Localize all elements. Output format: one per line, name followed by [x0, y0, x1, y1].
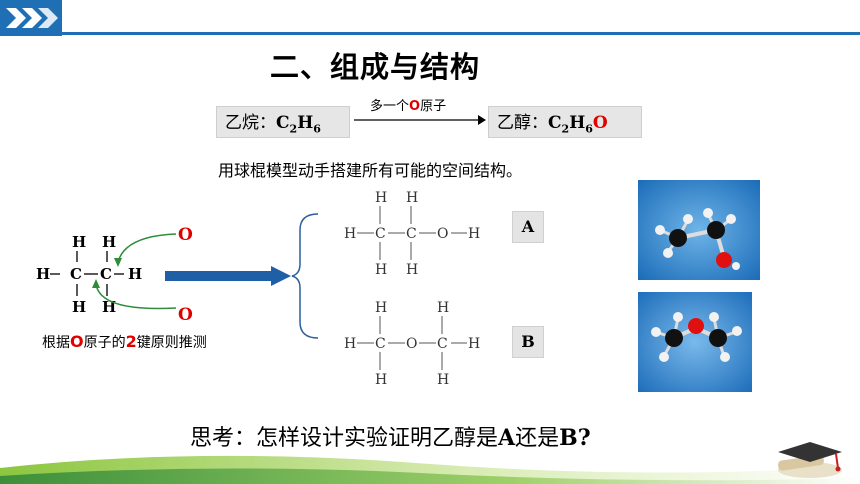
- svg-text:O: O: [437, 226, 448, 242]
- atom-h: H: [72, 298, 86, 316]
- ethanol-formula-box: 乙醇：C2H6O: [488, 106, 642, 138]
- oxygen-label: O: [178, 225, 193, 245]
- svg-text:H: H: [375, 300, 387, 316]
- arrow-label-pre: 多一个: [370, 99, 410, 114]
- svg-text:H: H: [437, 300, 449, 316]
- arrow-label-post: 原子: [420, 99, 447, 114]
- svg-text:H: H: [468, 336, 480, 352]
- oxygen-label: O: [178, 305, 193, 322]
- instruction-text: 用球棍模型动手搭建所有可能的空间结构。: [218, 161, 523, 180]
- note-mid: 原子的: [83, 335, 126, 351]
- atom-c: C: [70, 265, 82, 283]
- svg-text:C: C: [375, 226, 386, 242]
- formula-h: H: [569, 113, 586, 133]
- svg-text:C: C: [406, 226, 417, 242]
- svg-text:H: H: [437, 372, 449, 388]
- svg-text:H: H: [344, 336, 356, 352]
- ethanol-prefix: 乙醇：: [497, 113, 548, 133]
- header-chevron-bar: [0, 0, 62, 36]
- formula-sub: 2: [289, 122, 298, 136]
- ethane-structure: H H H C C H H H O O: [36, 225, 193, 322]
- graduation-cap-icon: [778, 442, 842, 478]
- structure-a: H H H C C O H H H: [344, 190, 480, 278]
- arrow-label: 多一个O原子: [370, 95, 446, 114]
- svg-text:H: H: [375, 372, 387, 388]
- atom-c: C: [100, 265, 112, 283]
- question-pre: 思考：怎样设计实验证明乙醇是: [190, 426, 499, 451]
- svg-text:C: C: [437, 336, 448, 352]
- think-question: 思考：怎样设计实验证明乙醇是A还是B?: [190, 420, 591, 452]
- header-rule: [62, 32, 860, 35]
- formula-c: C: [276, 113, 290, 133]
- question-b: B?: [559, 425, 591, 451]
- note-pre: 根据: [42, 335, 70, 351]
- arrow-label-o: O: [409, 99, 421, 114]
- question-mid: 还是: [515, 426, 560, 451]
- footer-wave: [0, 455, 860, 484]
- svg-text:H: H: [375, 190, 387, 206]
- ethane-prefix: 乙烷：: [225, 113, 276, 133]
- page-title: 二、组成与结构: [270, 50, 481, 84]
- formula-sub: 6: [585, 122, 593, 136]
- svg-text:H: H: [468, 226, 480, 242]
- formula-o: O: [592, 113, 608, 133]
- atom-h: H: [72, 233, 86, 251]
- inference-note: 根据O原子的2键原则推测: [42, 332, 207, 352]
- svg-text:H: H: [375, 262, 387, 278]
- formula-sub: 6: [313, 122, 321, 136]
- option-b-label: B: [512, 326, 544, 358]
- svg-text:H: H: [344, 226, 356, 242]
- model-photo-a: [638, 180, 760, 280]
- formula-sub: 2: [561, 122, 570, 136]
- svg-text:C: C: [375, 336, 386, 352]
- reaction-arrow: [354, 115, 486, 125]
- atom-h: H: [102, 233, 116, 251]
- question-a: A: [498, 425, 516, 451]
- note-post: 键原则推测: [136, 335, 207, 351]
- option-a-label: A: [512, 211, 544, 243]
- bracket: [291, 213, 319, 339]
- atom-h: H: [36, 265, 50, 283]
- svg-text:H: H: [406, 262, 418, 278]
- formula-c: C: [548, 113, 562, 133]
- ethane-formula-box: 乙烷：C2H6: [216, 106, 350, 138]
- formula-h: H: [297, 113, 314, 133]
- svg-text:O: O: [406, 336, 417, 352]
- note-two: 2: [125, 332, 137, 351]
- note-o: O: [70, 332, 84, 351]
- model-photo-b: [638, 292, 752, 392]
- structure-b: H H H C O C H H H: [344, 300, 480, 388]
- atom-h: H: [128, 265, 142, 283]
- chevron-icon: [6, 8, 58, 28]
- svg-text:H: H: [406, 190, 418, 206]
- inference-arrow: [165, 266, 291, 286]
